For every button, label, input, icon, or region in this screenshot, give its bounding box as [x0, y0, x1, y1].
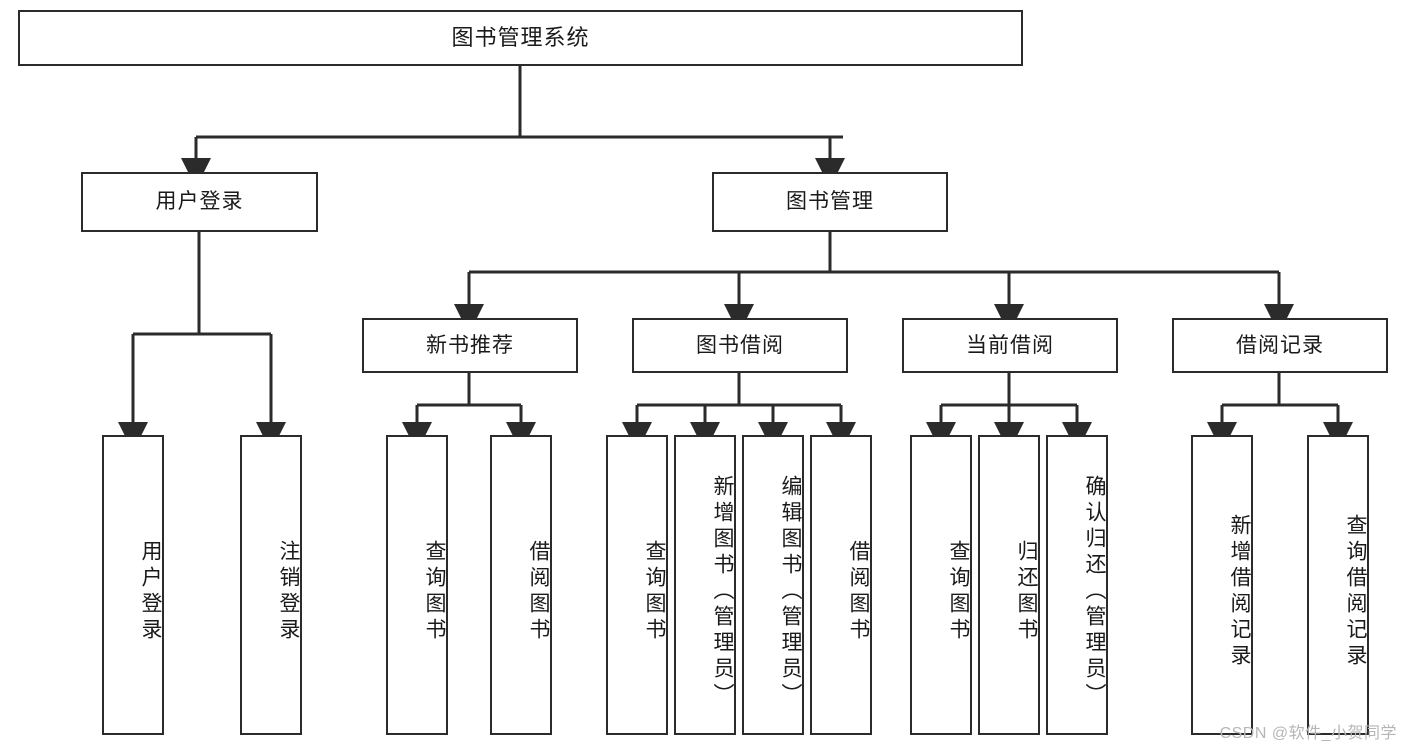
- leaf-label: 注销登录: [277, 540, 300, 644]
- node-new-book-recommend[interactable]: 新书推荐: [362, 318, 578, 373]
- node-user-login[interactable]: 用户登录: [81, 172, 318, 232]
- leaf-label: 借阅图书: [847, 540, 870, 644]
- leaf-label: 归还图书: [1015, 540, 1038, 644]
- leaf-label: 查询图书: [947, 540, 970, 644]
- leaf-label: 查询图书: [423, 540, 446, 644]
- leaf-label: 查询图书: [643, 540, 666, 644]
- leaf-label: 新增借阅记录: [1228, 514, 1251, 670]
- leaf-current-borrow-return[interactable]: 归还图书: [978, 435, 1040, 735]
- node-current-borrow[interactable]: 当前借阅: [902, 318, 1118, 373]
- leaf-label: 确认归还（管理员）: [1083, 475, 1106, 709]
- node-book-borrow[interactable]: 图书借阅: [632, 318, 848, 373]
- node-book-management-label: 图书管理: [786, 190, 874, 214]
- leaf-borrow-record-query[interactable]: 查询借阅记录: [1307, 435, 1369, 735]
- leaf-label: 编辑图书（管理员）: [779, 475, 802, 709]
- leaf-book-borrow-add[interactable]: 新增图书（管理员）: [674, 435, 736, 735]
- leaf-borrow-record-add[interactable]: 新增借阅记录: [1191, 435, 1253, 735]
- leaf-label: 新增图书（管理员）: [711, 475, 734, 709]
- node-current-borrow-label: 当前借阅: [966, 333, 1054, 357]
- leaf-book-borrow-borrow[interactable]: 借阅图书: [810, 435, 872, 735]
- leaf-user-login-login[interactable]: 用户登录: [102, 435, 164, 735]
- node-user-login-label: 用户登录: [155, 190, 244, 214]
- leaf-new-book-query[interactable]: 查询图书: [386, 435, 448, 735]
- leaf-label: 借阅图书: [527, 540, 550, 644]
- leaf-user-login-logout[interactable]: 注销登录: [240, 435, 302, 735]
- node-book-borrow-label: 图书借阅: [696, 333, 784, 357]
- node-root-system[interactable]: 图书管理系统: [18, 10, 1023, 66]
- leaf-book-borrow-edit[interactable]: 编辑图书（管理员）: [742, 435, 804, 735]
- node-root-label: 图书管理系统: [451, 24, 590, 50]
- leaf-label: 查询借阅记录: [1344, 514, 1367, 670]
- node-book-management[interactable]: 图书管理: [712, 172, 948, 232]
- leaf-label: 用户登录: [139, 540, 162, 644]
- leaf-current-borrow-confirm-return[interactable]: 确认归还（管理员）: [1046, 435, 1108, 735]
- csdn-watermark: CSDN @软件_小贺同学: [1219, 725, 1397, 742]
- node-borrow-record-label: 借阅记录: [1236, 333, 1324, 357]
- leaf-new-book-borrow[interactable]: 借阅图书: [490, 435, 552, 735]
- node-borrow-record[interactable]: 借阅记录: [1172, 318, 1388, 373]
- leaf-book-borrow-query[interactable]: 查询图书: [606, 435, 668, 735]
- leaf-current-borrow-query[interactable]: 查询图书: [910, 435, 972, 735]
- node-new-book-recommend-label: 新书推荐: [426, 333, 514, 357]
